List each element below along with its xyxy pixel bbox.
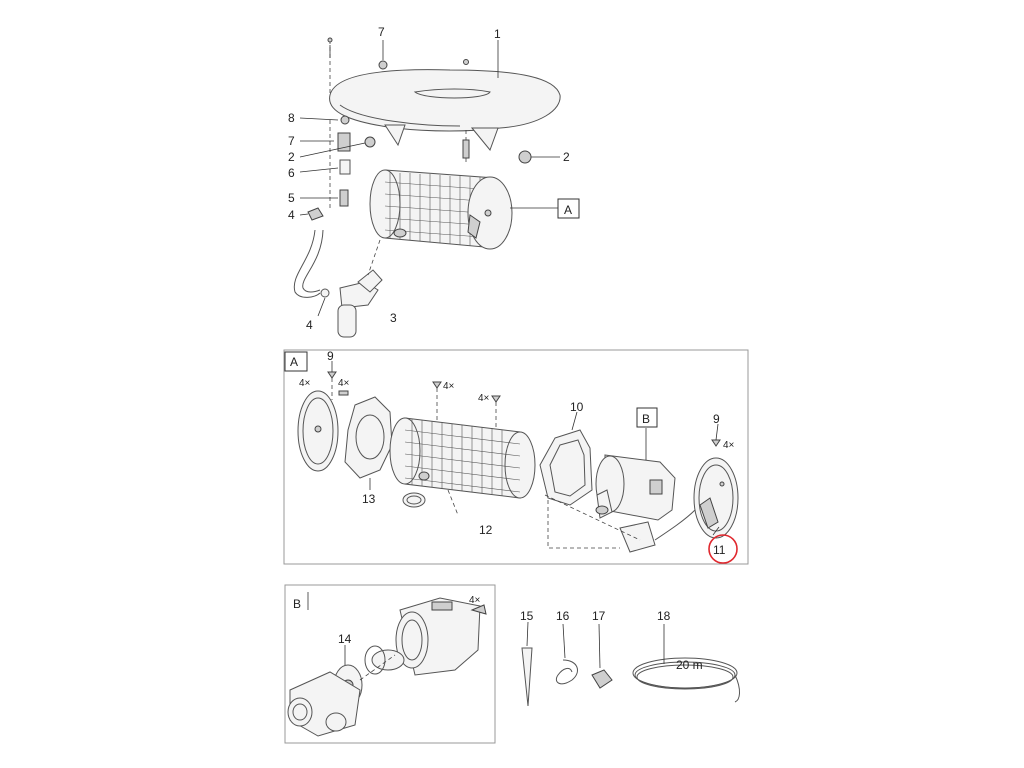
- ref-box-B: [636, 407, 658, 428]
- callout-5: 5: [288, 191, 295, 205]
- ref-box-B-label: B: [642, 412, 650, 426]
- callout-13: 13: [362, 492, 376, 506]
- qty-4x-e: 4×: [723, 440, 735, 451]
- callout-3: 3: [390, 311, 397, 325]
- callout-15: 15: [520, 609, 534, 623]
- cable-coil-18: [632, 657, 740, 703]
- cable-length-label: 20 m: [676, 658, 703, 672]
- float-body: [329, 69, 561, 132]
- callout-16: 16: [556, 609, 570, 623]
- callout-17: 17: [592, 609, 606, 623]
- callout-11: 11: [713, 543, 726, 557]
- ref-box-A: [557, 198, 580, 219]
- panel-A: A: [283, 349, 749, 565]
- connector-17: [591, 669, 613, 689]
- callout-10: 10: [570, 400, 584, 414]
- callout-12: 12: [479, 523, 493, 537]
- highlight-circle-11: [708, 534, 738, 564]
- callout-18: 18: [657, 609, 671, 623]
- callout-14: 14: [338, 632, 352, 646]
- callout-6: 6: [288, 166, 295, 180]
- panel-B: B 14 4×: [284, 584, 496, 744]
- callout-8: 8: [288, 111, 295, 125]
- qty-4x-d: 4×: [478, 393, 490, 404]
- filter-drum: [369, 169, 513, 250]
- callout-2-right: 2: [563, 150, 570, 164]
- panel-B-tag: B: [293, 597, 301, 611]
- callout-1: 1: [494, 27, 501, 41]
- qty-4x-f: 4×: [469, 595, 481, 606]
- ref-box-A-label: A: [564, 203, 572, 217]
- callout-9-right: 9: [713, 412, 720, 426]
- callout-2-left: 2: [288, 150, 295, 164]
- callout-9-left: 9: [327, 349, 334, 363]
- qty-4x-a: 4×: [299, 378, 311, 389]
- callout-7-top: 7: [378, 25, 385, 39]
- stake-15: [521, 647, 533, 707]
- qty-4x-b: 4×: [338, 378, 350, 389]
- accessories: 15 16 17 18 20 m: [520, 609, 740, 707]
- top-assembly: 1 7 8 7 2 6 5 4 2 4 3 A: [288, 25, 580, 338]
- qty-4x-c: 4×: [443, 381, 455, 392]
- panel-A-tag: A: [290, 355, 298, 369]
- filter-cylinder: [389, 417, 536, 499]
- callout-7-left: 7: [288, 134, 295, 148]
- callout-4-upper: 4: [288, 208, 295, 222]
- clip-16: [555, 659, 578, 685]
- callout-4-lower: 4: [306, 318, 313, 332]
